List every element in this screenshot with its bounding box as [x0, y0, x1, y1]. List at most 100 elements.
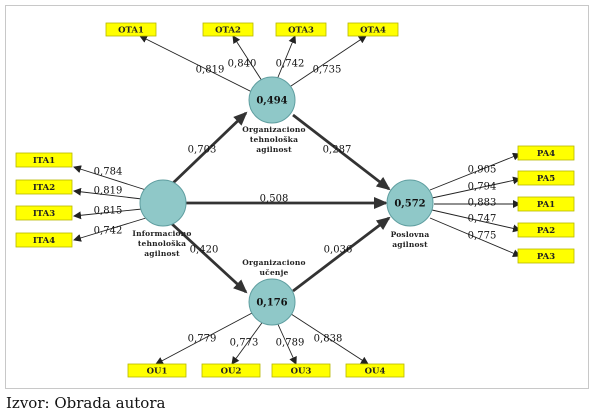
indicator-ota3: OTA3 [275, 22, 327, 37]
loading-pa5: 0,794 [468, 182, 497, 193]
label-line: Informaciono [132, 229, 191, 238]
indicator-ou3: OU3 [271, 363, 331, 378]
indicator-ota2: OTA2 [202, 22, 254, 37]
loading-ou1: 0,779 [188, 334, 217, 345]
coef-ou-pa: 0,036 [324, 245, 353, 256]
loading-ita1: 0,784 [94, 167, 123, 178]
pa3-loading-arrow [429, 217, 521, 257]
indicator-pa3: PA3 [517, 248, 575, 264]
loading-pa2: 0,747 [468, 214, 497, 225]
label-line: Organizaciono [242, 125, 305, 134]
coef-ita-pa: 0,508 [260, 194, 289, 205]
indicator-label: OTA4 [360, 26, 386, 36]
loading-pa4: 0,905 [468, 165, 497, 176]
indicator-ita2: ITA2 [15, 179, 73, 195]
indicator-ou4: OU4 [345, 363, 405, 378]
loading-ita2: 0,819 [94, 186, 123, 197]
label-line: učenje [260, 268, 289, 277]
label-line: agilnost [144, 249, 180, 258]
label-line: agilnost [256, 145, 292, 154]
coef-ita-ota: 0,703 [188, 145, 217, 156]
loading-pa1: 0,883 [468, 198, 497, 209]
indicator-label: OU2 [221, 367, 242, 377]
source-caption: Izvor: Obrada autora [6, 394, 166, 412]
ou3-loading-arrow [275, 319, 297, 365]
ota1-loading-arrow [139, 35, 257, 95]
indicator-label: OU3 [291, 367, 312, 377]
indicator-label: ITA3 [33, 209, 55, 219]
indicator-label: OTA1 [118, 26, 144, 36]
construct-ou: 0,176 [248, 278, 296, 326]
loading-pa3: 0,775 [468, 231, 497, 242]
construct-label-ota: Organizaciono tehnološka agilnost [242, 125, 305, 154]
indicator-label: OTA2 [215, 26, 241, 36]
pa4-loading-arrow [429, 152, 521, 191]
pa2-loading-arrow [431, 209, 521, 233]
construct-r2-value: 0,494 [256, 96, 287, 107]
indicator-label: OTA3 [288, 26, 314, 36]
indicator-label: OU4 [365, 367, 386, 377]
indicator-label: PA1 [537, 200, 555, 210]
indicator-ou1: OU1 [127, 363, 187, 378]
indicator-label: PA4 [537, 149, 555, 159]
construct-r2-value: 0,176 [256, 298, 287, 309]
construct-ita [139, 179, 187, 227]
construct-label-pa: Poslovna agilnost [391, 230, 430, 249]
loading-ou2: 0,773 [230, 338, 259, 349]
label-line: agilnost [392, 240, 428, 249]
loading-ota2: 0,840 [228, 59, 257, 70]
indicator-ita4: ITA4 [15, 232, 73, 248]
indicator-pa5: PA5 [517, 170, 575, 186]
path-ita-ota [171, 111, 248, 186]
construct-r2-value: 0,572 [394, 199, 425, 210]
coef-ita-ou: 0,420 [190, 245, 219, 256]
indicator-ota1: OTA1 [105, 22, 157, 37]
loading-ita4: 0,742 [94, 226, 123, 237]
ota3-loading-arrow [275, 35, 297, 83]
ita3-loading-arrow [73, 208, 143, 220]
loading-ota4: 0,735 [313, 65, 342, 76]
label-line: tehnološka [138, 239, 186, 248]
diagram-frame: OTA1 OTA2 OTA3 OTA4 ITA1 ITA2 ITA3 [5, 5, 589, 389]
ita4-loading-arrow [73, 217, 147, 242]
indicator-ita1: ITA1 [15, 152, 73, 168]
loading-ota3: 0,742 [276, 59, 305, 70]
construct-pa: 0,572 [386, 179, 434, 227]
indicator-pa2: PA2 [517, 222, 575, 238]
loading-ou4: 0,838 [314, 334, 343, 345]
ota4-loading-arrow [287, 35, 367, 89]
pa5-loading-arrow [431, 176, 521, 199]
indicator-label: PA3 [537, 252, 555, 262]
path-ou-pa [292, 216, 391, 293]
indicator-pa1: PA1 [517, 196, 575, 212]
path-ota-pa [292, 113, 391, 191]
coef-ota-pa: 0,287 [323, 145, 352, 156]
path-ita-ou [171, 222, 248, 294]
indicator-label: ITA2 [33, 183, 55, 193]
ota2-loading-arrow [232, 35, 265, 85]
indicator-label: PA5 [537, 174, 555, 184]
label-line: Organizaciono [242, 258, 305, 267]
construct-ota: 0,494 [248, 76, 296, 124]
construct-label-ita: Informaciono tehnološka agilnost [132, 229, 191, 258]
indicator-pa4: PA4 [517, 145, 575, 161]
label-line: tehnološka [250, 135, 298, 144]
ita1-loading-arrow [73, 165, 147, 191]
ou2-loading-arrow [231, 319, 265, 365]
indicator-label: ITA1 [33, 156, 55, 166]
loading-ou3: 0,789 [276, 338, 305, 349]
ita2-loading-arrow [73, 187, 143, 200]
indicator-label: OU1 [147, 367, 168, 377]
path-model-diagram: OTA1 OTA2 OTA3 OTA4 ITA1 ITA2 ITA3 [15, 22, 575, 378]
loading-ita3: 0,815 [94, 206, 123, 217]
indicator-label: ITA4 [33, 236, 55, 246]
loading-ota1: 0,819 [196, 65, 225, 76]
ou4-loading-arrow [287, 311, 369, 365]
indicator-label: PA2 [537, 226, 555, 236]
indicator-ita3: ITA3 [15, 205, 73, 221]
indicator-ou2: OU2 [201, 363, 261, 378]
label-line: Poslovna [391, 230, 430, 239]
construct-label-ou: Organizaciono učenje [242, 258, 305, 277]
indicator-ota4: OTA4 [347, 22, 399, 37]
ou1-loading-arrow [155, 311, 255, 365]
